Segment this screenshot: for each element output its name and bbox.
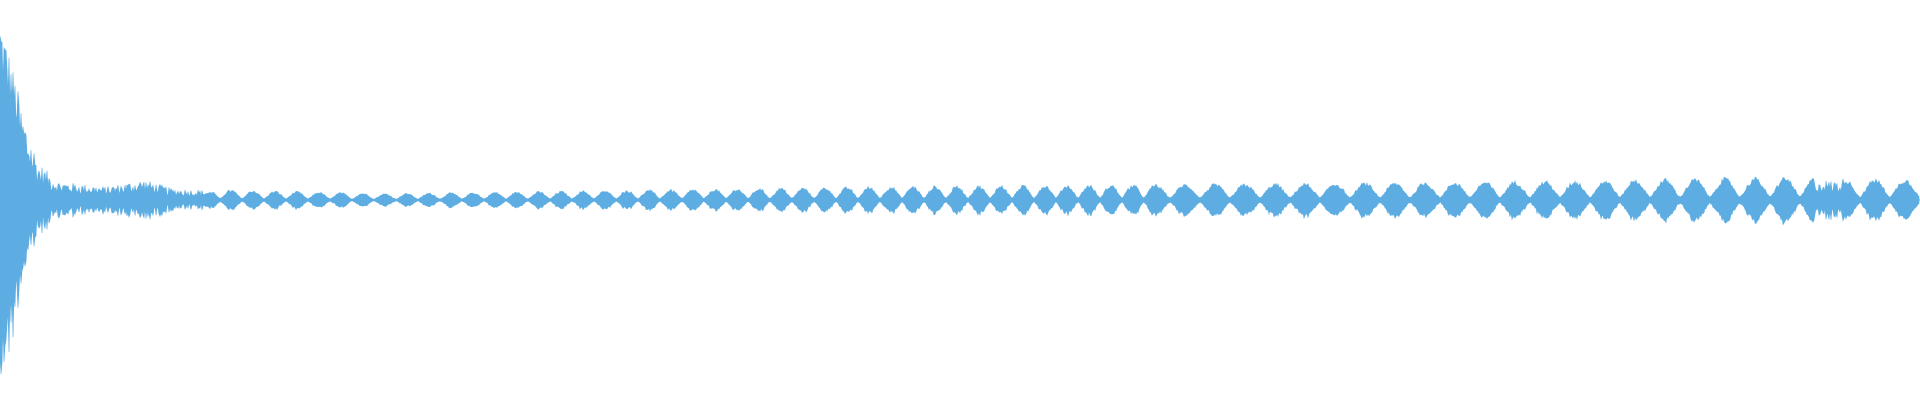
waveform-shape (0, 36, 1920, 375)
